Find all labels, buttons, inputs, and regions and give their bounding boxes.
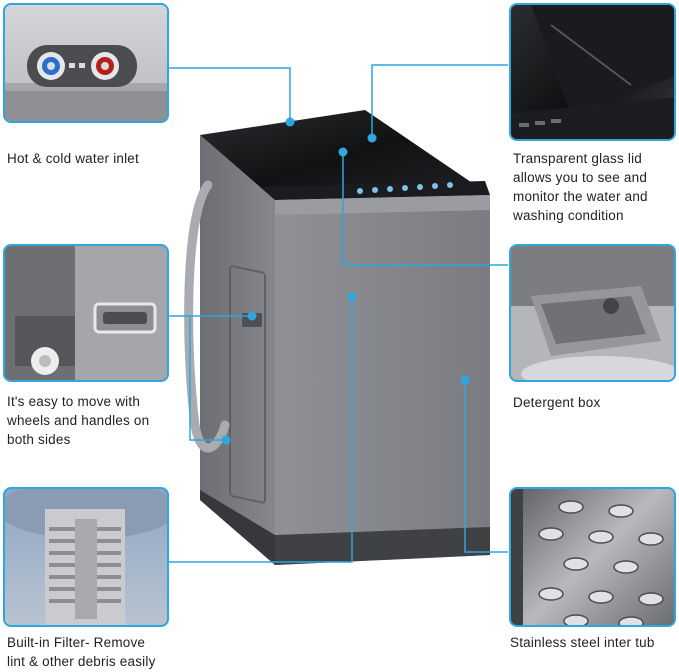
water-inlet-photo	[3, 3, 169, 123]
glass-lid-caption: Transparent glass lid allows you to see …	[513, 151, 648, 223]
detergent-box-photo	[509, 244, 676, 382]
washing-machine-image	[184, 110, 490, 565]
detergent-caption: Detergent box	[513, 395, 601, 410]
wheel-handle-photo	[3, 244, 169, 382]
wheels-caption: It's easy to move with wheels and handle…	[7, 394, 150, 447]
tub-caption: Stainless steel inter tub	[510, 635, 655, 650]
filter-caption: Built-in Filter- Remove lint & other deb…	[7, 635, 156, 669]
filter-photo	[3, 487, 169, 627]
stainless-tub-photo	[509, 487, 676, 627]
water-inlet-caption: Hot & cold water inlet	[7, 151, 139, 166]
glass-lid-photo	[509, 3, 676, 141]
